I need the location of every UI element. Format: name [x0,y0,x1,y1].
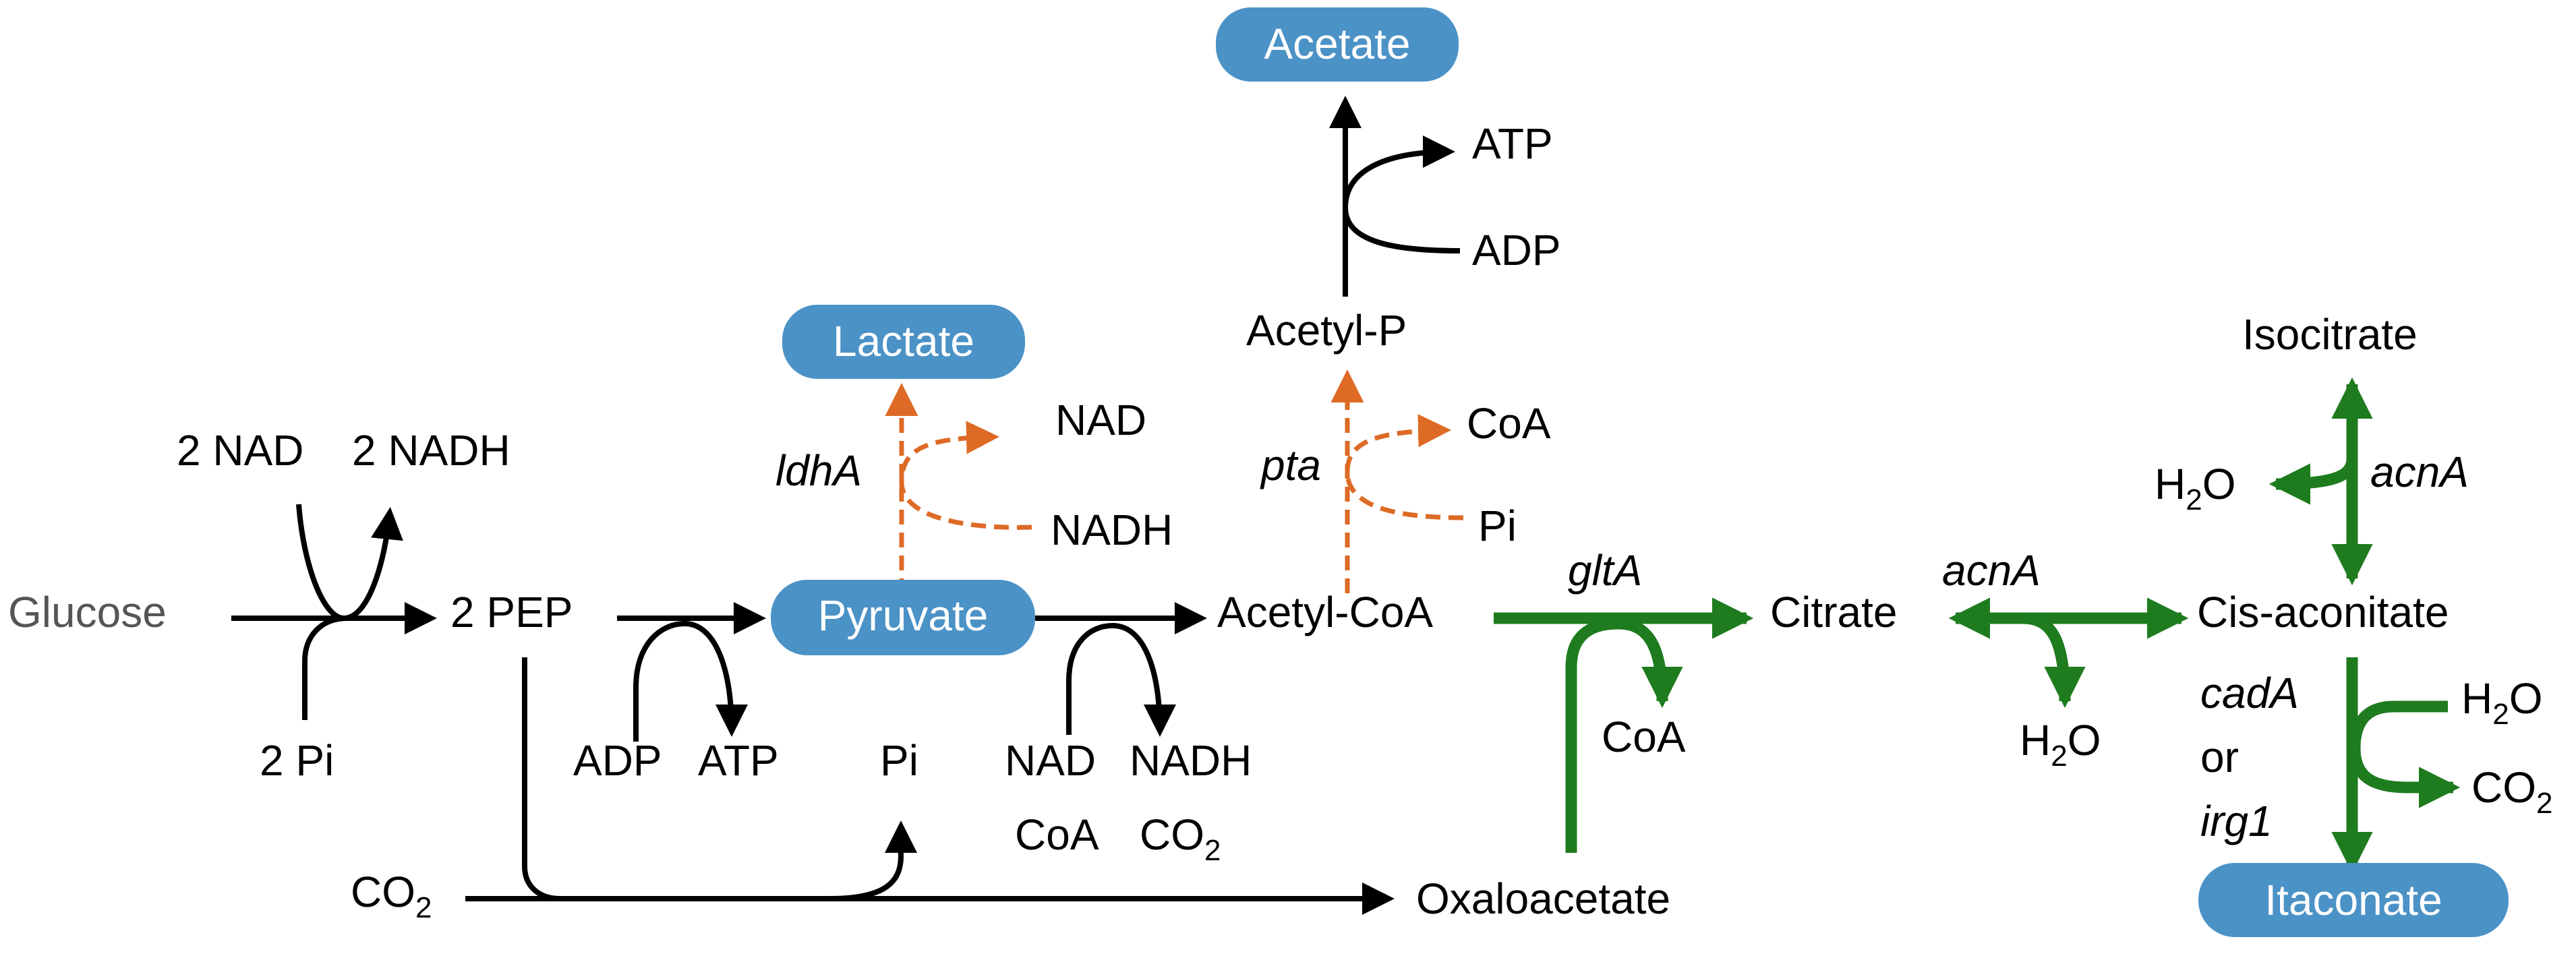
nadh-to-nad-ldh-curve [899,421,1032,530]
lactate-pill: Lactate [782,305,1025,379]
ldhA-label: ldhA [775,446,862,495]
isocitrate-label: Isocitrate [2242,310,2418,359]
two-nadh-label: 2 NADH [352,426,510,475]
nadh-pdh-label: NADH [1130,736,1252,785]
citrate-label: Citrate [1770,588,1898,636]
nadh-ldh-label: NADH [1051,506,1173,554]
pi-pta-label: Pi [1478,502,1517,550]
nad-to-nadh-pdh-curve [1066,622,1176,737]
svg-text:Lactate: Lactate [833,317,974,365]
pi-ppc-label: Pi [880,736,918,785]
h2o-acn2-label: H2O [2155,460,2235,516]
svg-text:Itaconate: Itaconate [2264,876,2442,924]
adp-to-atp-curve [633,620,748,742]
coa-pta-label: CoA [1467,399,1551,448]
cadA-label: cadA [2200,669,2299,717]
pta-label: pta [1260,441,1321,489]
h2o-release-acn1-curve [2022,612,2086,709]
two-pep-label: 2 PEP [450,588,573,636]
co2-cad-label: CO2 [2471,763,2552,820]
coa-pdh-label: CoA [1015,810,1099,859]
h2o-cad-label: H2O [2461,674,2542,731]
atp-glycolysis-label: ATP [698,736,779,785]
itaconate-pill: Itaconate [2198,863,2509,937]
co2-ppc-label: CO2 [351,868,432,924]
svg-text:Pyruvate: Pyruvate [818,591,989,640]
nad-ldh-label: NAD [1055,396,1146,444]
coa-glta-label: CoA [1602,713,1686,761]
co2-pdh-label: CO2 [1140,810,1221,867]
irg1-label: irg1 [2200,797,2273,845]
acetate-pill: Acetate [1216,7,1459,82]
pi-to-coa-pta-curve [1345,414,1464,520]
nad-pdh-label: NAD [1005,736,1096,785]
atp-ack-label: ATP [1472,119,1553,168]
svg-text:Acetate: Acetate [1264,20,1410,68]
adp-ack-label: ADP [1472,226,1561,274]
acetyl-p-label: Acetyl-P [1246,306,1407,355]
two-nad-label: 2 NAD [177,426,304,475]
adp-to-atp-ack-curve [1342,136,1461,253]
glucose-label: Glucose [8,588,167,636]
oxaloacetate-label: Oxaloacetate [1416,874,1670,923]
adp-glycolysis-label: ADP [573,736,662,785]
acnA-citrate-label: acnA [1942,546,2041,595]
pi-in-curve [302,616,348,720]
oxaloacetate-to-citrate-curve [1565,618,1683,853]
h2o-release-acn2-curve [2268,458,2358,505]
cis-aconitate-label: Cis-aconitate [2197,588,2449,636]
acetyl-coa-label: Acetyl-CoA [1217,588,1433,636]
gltA-label: gltA [1568,546,1642,595]
h2o-to-co2-cad-curve [2349,700,2461,808]
two-pi-label: 2 Pi [260,736,334,785]
nad-to-nadh-curve [296,504,403,622]
or-label: or [2200,733,2239,781]
pyruvate-pill: Pyruvate [771,580,1035,655]
h2o-acn1-label: H2O [2020,716,2101,773]
pi-release-curve [829,820,917,901]
acnA-isocitrate-label: acnA [2370,448,2469,496]
